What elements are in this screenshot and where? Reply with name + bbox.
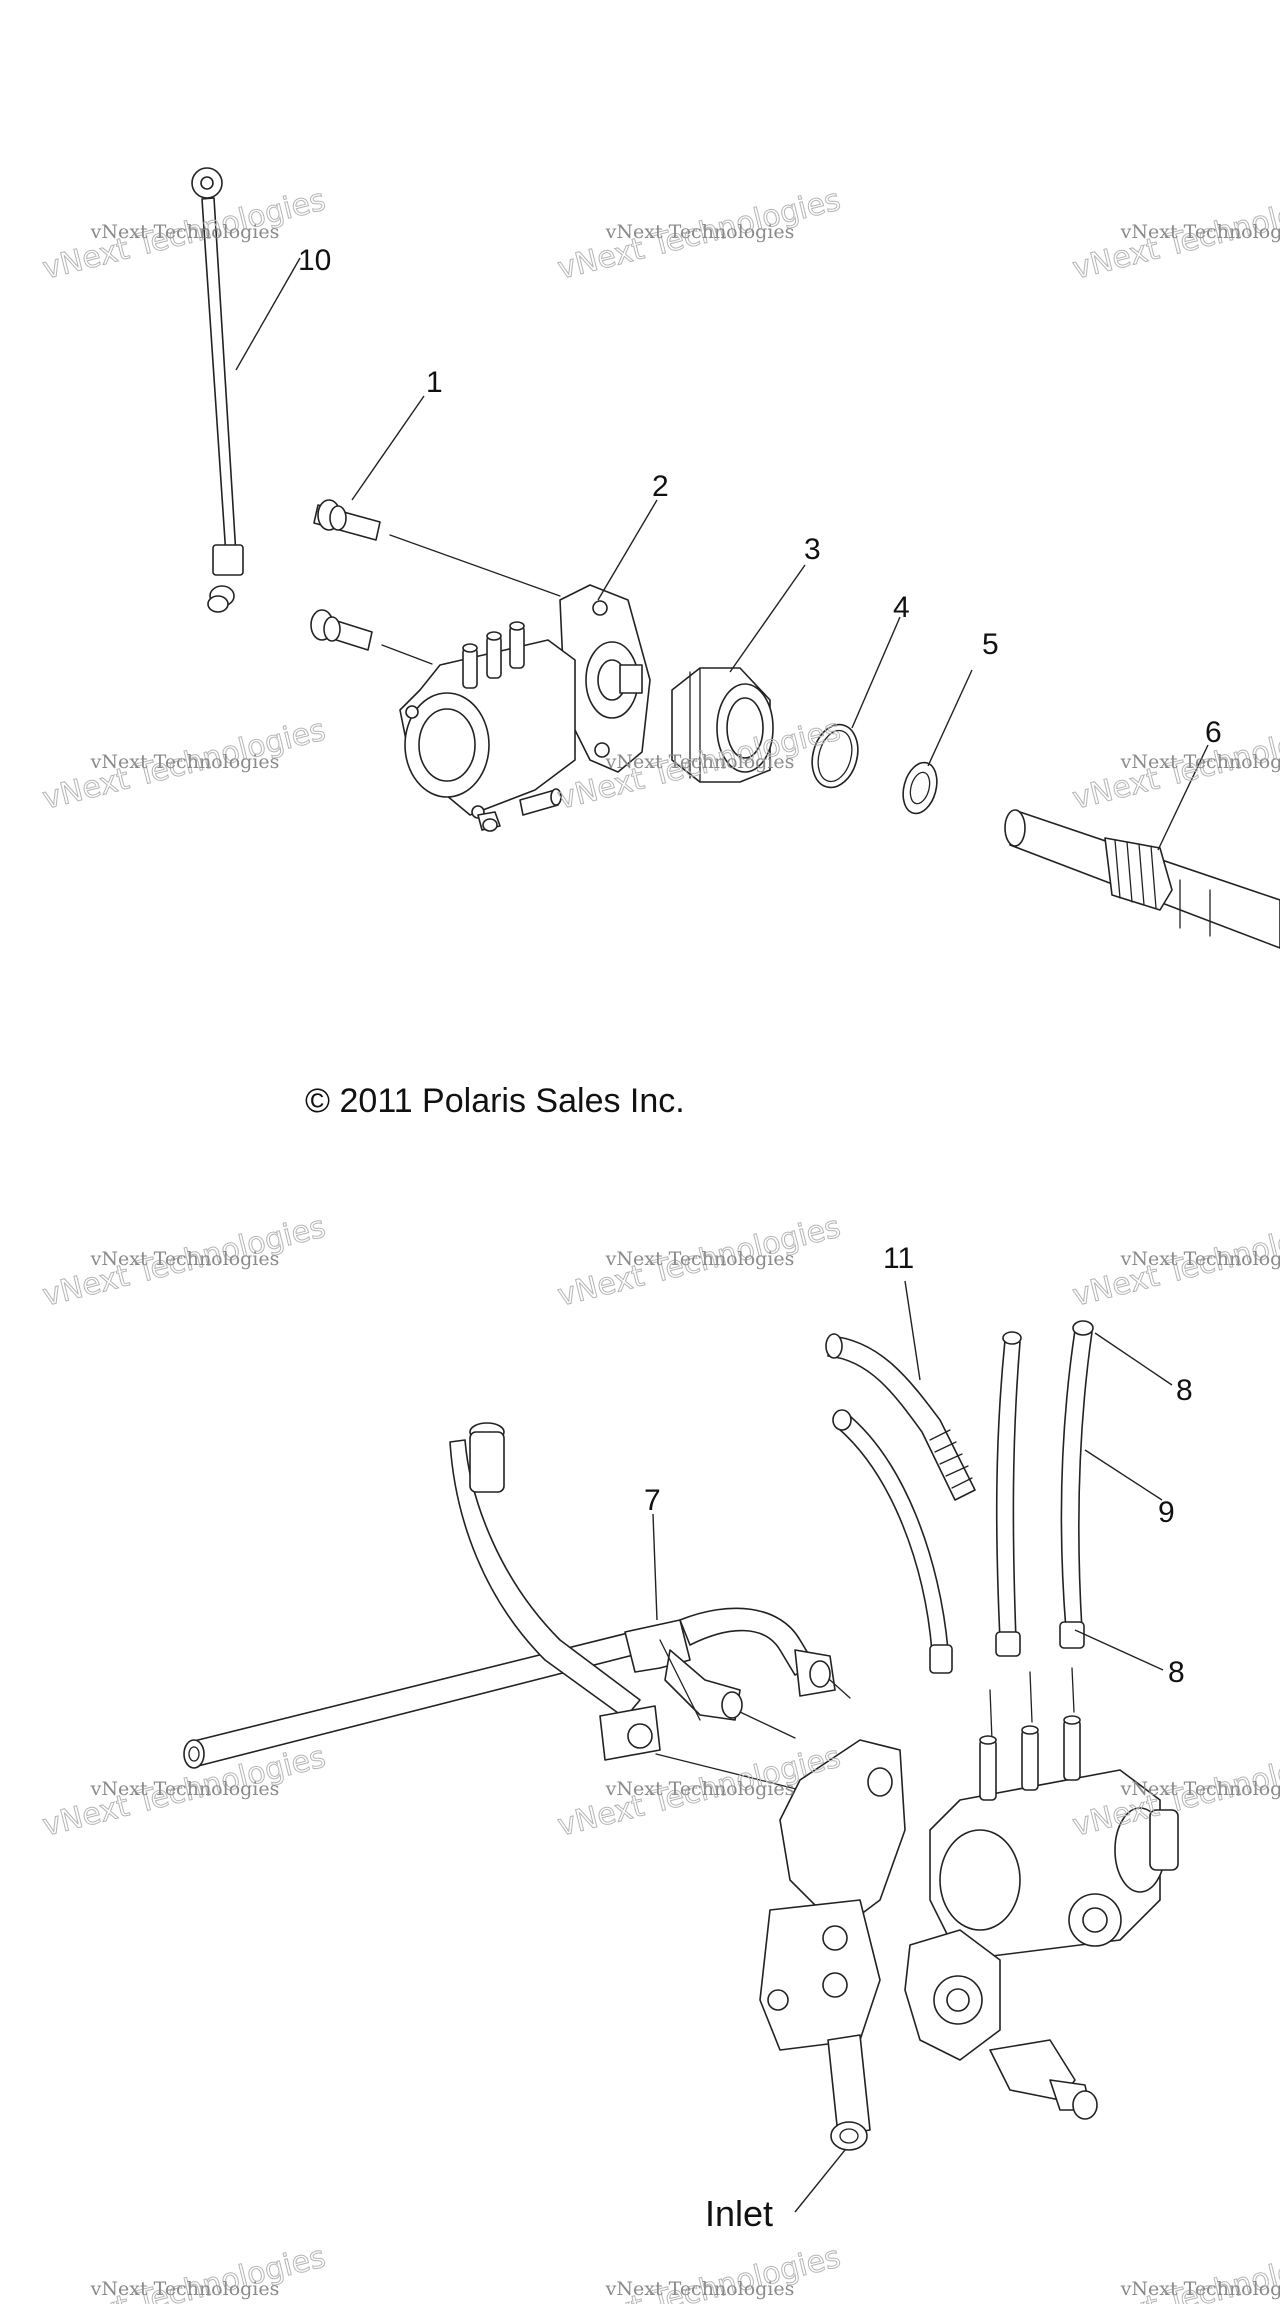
- callout-9: 9: [1158, 1496, 1175, 1529]
- watermark-text: vNext Technologies: [90, 1248, 280, 1270]
- part-4-o-ring: [811, 723, 859, 789]
- part-2-oil-pump: [399, 584, 651, 832]
- watermark-text: vNext Technologies: [90, 751, 280, 773]
- bottom-leader-lines: [652, 1280, 1173, 2213]
- callout-3: 3: [804, 533, 821, 566]
- copyright-notice: © 2011 Polaris Sales Inc.: [305, 1082, 685, 1120]
- part-7-tee-hoses: [183, 1422, 851, 1791]
- watermark-text: vNext Technologies: [90, 2278, 280, 2300]
- callout-7: 7: [644, 1484, 661, 1517]
- part-9-hoses: [989, 1320, 1094, 1741]
- callout-8-top: 8: [1176, 1374, 1193, 1407]
- callout-4: 4: [893, 591, 910, 624]
- callout-1: 1: [426, 366, 443, 399]
- watermark-text: vNext Technologies: [1120, 221, 1280, 243]
- watermark-text: vNext Technologies: [605, 1248, 795, 1270]
- part-3-bushing: [671, 667, 774, 783]
- part-10-cable: [191, 167, 244, 613]
- top-leader-lines: [235, 257, 1209, 851]
- callout-8-bottom: 8: [1168, 1656, 1185, 1689]
- part-6-drive-shaft: [1004, 809, 1280, 949]
- part-11-hose: [825, 1333, 976, 1501]
- watermark-text: vNext Technologies: [1120, 1778, 1280, 1800]
- hose-left-curve: [832, 1409, 953, 1674]
- watermark-text: vNext Technologies: [90, 1778, 280, 1800]
- watermark-text: vNext Technologies: [605, 221, 795, 243]
- watermark-text: vNext Technologies: [605, 1778, 795, 1800]
- watermark-text: vNext Technologies: [605, 751, 795, 773]
- part-1-bolts: [310, 499, 561, 665]
- watermark-text: vNext Technologies: [1120, 751, 1280, 773]
- oil-pump-assembly: [759, 1715, 1179, 2151]
- watermark-text: vNext Technologies: [90, 221, 280, 243]
- callout-6: 6: [1205, 716, 1222, 749]
- watermark-text: vNext Technologies: [605, 2278, 795, 2300]
- watermark-text: vNext Technologies: [1120, 2278, 1280, 2300]
- callout-2: 2: [652, 470, 669, 503]
- callout-5: 5: [982, 628, 999, 661]
- callout-inlet: Inlet: [705, 2193, 773, 2234]
- part-5-washer: [902, 761, 938, 815]
- callout-11: 11: [883, 1242, 914, 1275]
- callout-10: 10: [298, 244, 331, 277]
- watermark-text: vNext Technologies: [1120, 1248, 1280, 1270]
